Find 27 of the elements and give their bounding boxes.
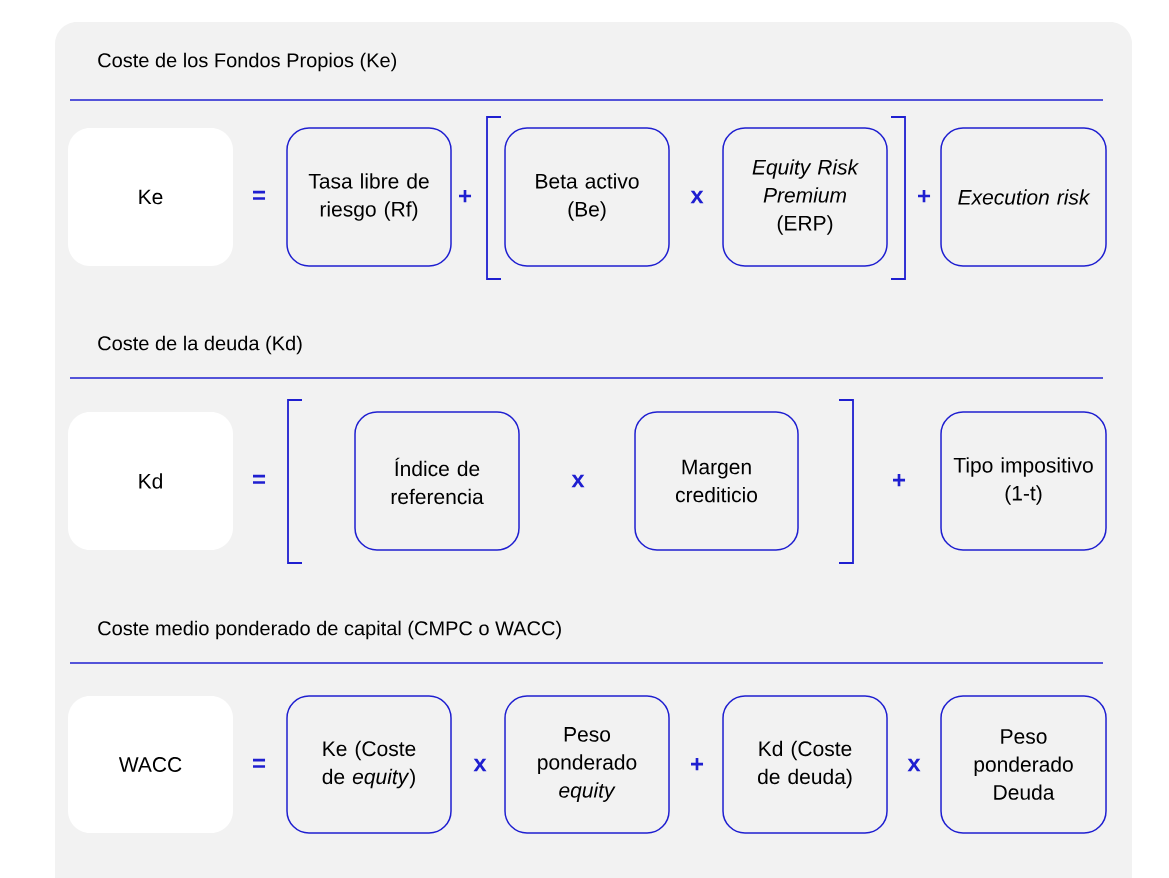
operator: + <box>459 189 472 203</box>
term-box: Tipo impositivo (1-t) <box>940 411 1107 551</box>
term-box: Peso ponderado equity <box>504 695 670 834</box>
term-box: Kd (Coste de deuda) <box>722 695 888 834</box>
operator: x <box>690 190 704 204</box>
term-box: Ke (Coste de equity) <box>286 695 452 834</box>
term-box: Margen crediticio <box>634 411 799 551</box>
operator: x <box>571 474 585 488</box>
section-heading: Coste de los Fondos Propios (Ke) <box>98 52 397 72</box>
section-heading: Coste de la deuda (Kd) <box>98 335 302 355</box>
result-box: Ke <box>68 128 233 266</box>
operator: x <box>473 758 487 772</box>
term-box: Índice de referencia <box>354 411 520 551</box>
section-heading: Coste medio ponderado de capital (CMPC o WACC) <box>98 620 561 640</box>
term-box: Beta activo (Be) <box>504 127 670 267</box>
term-box: Tasa libre de riesgo (Rf) <box>286 127 452 267</box>
operator: + <box>691 758 704 771</box>
result-box: Kd <box>68 412 233 550</box>
operator: x <box>907 758 921 772</box>
term-box: Execution risk <box>940 127 1107 267</box>
result-box: WACC <box>68 696 233 833</box>
operator: + <box>918 189 931 203</box>
term-box: Equity Risk Premium (ERP) <box>722 127 888 267</box>
term-box: Peso ponderado Deuda <box>940 695 1107 834</box>
operator: + <box>893 474 906 487</box>
operator: = <box>253 758 266 768</box>
operator: = <box>253 190 266 200</box>
